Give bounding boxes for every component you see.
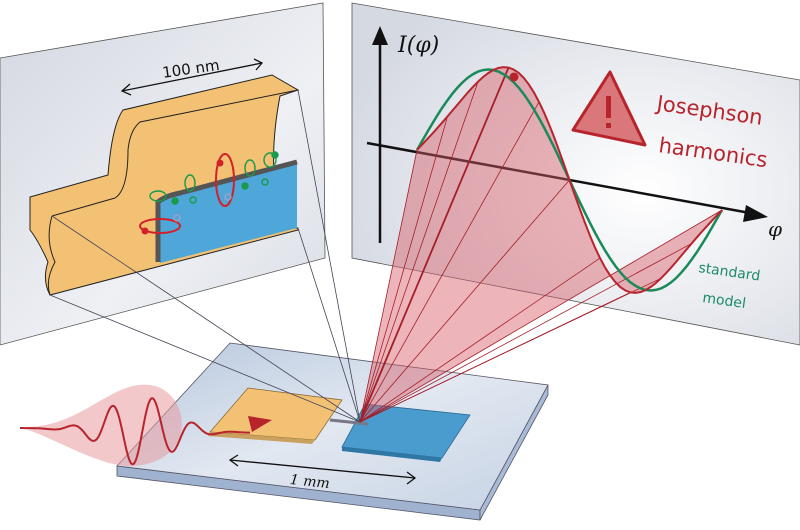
fan-ray <box>359 179 570 423</box>
fan-surface <box>360 67 722 422</box>
chip: 1 mm <box>116 342 549 521</box>
y-axis-arrow <box>372 26 388 45</box>
x-axis-label: φ <box>768 217 782 241</box>
fan-ray <box>359 67 510 423</box>
fan-ray <box>359 116 448 423</box>
current-phase-fan <box>359 67 723 423</box>
scale-arrow <box>121 62 263 92</box>
arrow-right-icon <box>248 416 272 432</box>
model-label: model <box>701 290 746 312</box>
peak-marker <box>509 72 519 82</box>
fan-ray <box>359 209 723 423</box>
y-axis-label: I(φ) <box>397 33 439 58</box>
defect-loops <box>139 151 279 235</box>
fan-ray <box>359 277 662 423</box>
fan-ray <box>359 257 601 423</box>
josephson-harmonics-curve <box>416 66 723 294</box>
fan-ray <box>359 243 692 423</box>
superconductor-region <box>160 163 297 263</box>
current-phase-panel: I(φ) φ Josephson harmonics standard mode… <box>351 2 800 346</box>
fan-ray <box>359 149 418 423</box>
junction <box>329 418 369 426</box>
nanoscale-panel: 100 nm <box>0 2 326 346</box>
chip-scale-label: 1 mm <box>289 472 330 492</box>
zoom-lines <box>49 89 361 423</box>
x-axis <box>366 141 751 215</box>
x-axis-arrow <box>743 205 768 222</box>
fan-ray <box>359 101 540 423</box>
oxide-barrier <box>155 159 298 262</box>
chip-scale-arrow <box>229 459 416 479</box>
microwave-pulse <box>20 384 272 467</box>
warning-triangle-icon <box>571 70 647 147</box>
fan-ray <box>359 81 479 423</box>
